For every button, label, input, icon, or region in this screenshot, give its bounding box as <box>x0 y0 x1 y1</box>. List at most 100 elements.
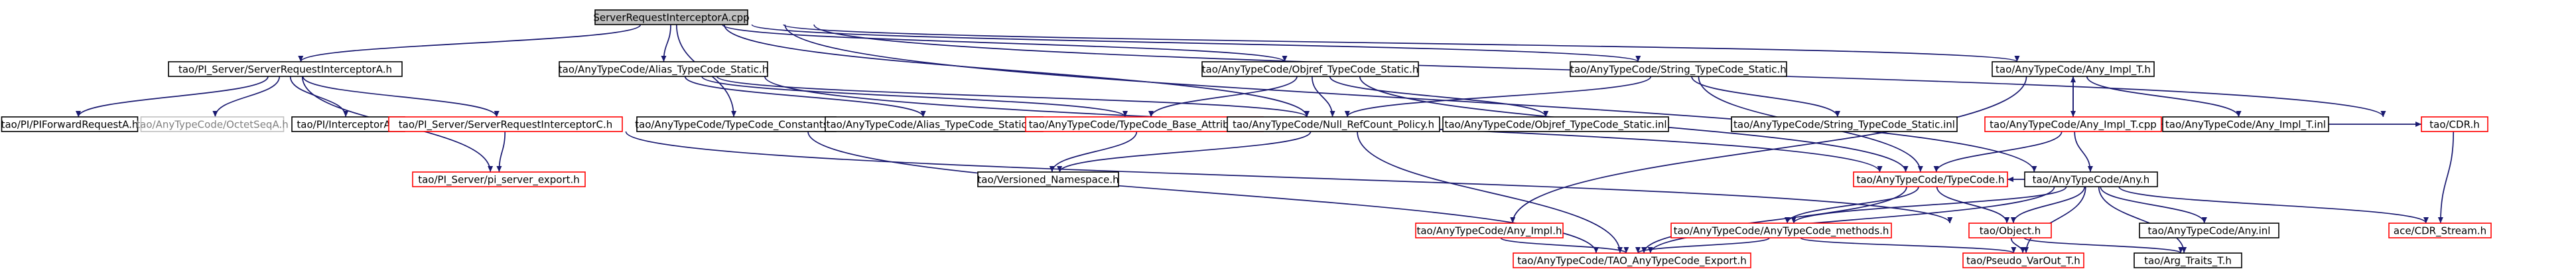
node-cdrstream[interactable]: ace/CDR_Stream.h <box>2388 223 2492 238</box>
edge-anyh-to-argtraits <box>2098 186 2187 254</box>
edge-nullref-to-taoexport <box>1357 131 1623 254</box>
node-srih[interactable]: tao/PI_Server/ServerRequestInterceptorA.… <box>168 61 403 77</box>
node-label: tao/AnyTypeCode/Any_Impl_T.h <box>1996 64 2151 76</box>
node-box <box>1570 61 1787 77</box>
edge-line <box>289 76 349 118</box>
node-box <box>2139 223 2279 238</box>
edge-aliasstatic-to-baseattr <box>701 76 1128 118</box>
edge-typecode-to-methods <box>1785 186 1919 224</box>
node-methods[interactable]: tao/AnyTypeCode/AnyTypeCode_methods.h <box>1670 223 1892 238</box>
edge-object-to-argtraits <box>2023 237 2184 254</box>
node-label: tao/AnyTypeCode/Any_Impl_T.cpp <box>1990 119 2157 132</box>
node-versioned[interactable]: tao/Versioned_Namespace.h <box>977 171 1119 187</box>
node-box <box>168 61 403 77</box>
node-taoexport[interactable]: tao/AnyTypeCode/TAO_AnyTypeCode_Export.h <box>1513 252 1751 268</box>
node-box <box>388 116 623 132</box>
node-aliasstatic[interactable]: tao/AnyTypeCode/Alias_TypeCode_Static.h <box>559 61 768 77</box>
edge-anyh-to-anyinl <box>2100 186 2207 224</box>
edge-objrefstatic-to-baseattr <box>1148 76 1298 118</box>
edge-line <box>2010 237 2026 254</box>
node-argtraits[interactable]: tao/Arg_Traits_T.h <box>2134 252 2242 268</box>
node-box <box>140 116 285 132</box>
node-label: tao/AnyTypeCode/String_TypeCode_Static.i… <box>1733 119 1955 132</box>
edge-line <box>2086 76 2242 118</box>
edge-line <box>2074 131 2093 173</box>
edge-line <box>1785 186 1919 224</box>
node-object[interactable]: tao/Object.h <box>1968 223 2052 238</box>
node-nullref[interactable]: tao/AnyTypeCode/Null_RefCount_Policy.h <box>1227 116 1440 132</box>
edge-object-to-pseudo <box>2010 237 2026 254</box>
edge-line <box>1049 131 1138 173</box>
edge-line <box>212 76 281 118</box>
edge-line <box>751 24 1641 62</box>
edge-root-to-srih <box>298 24 642 62</box>
node-box <box>2024 171 2158 187</box>
edge-line <box>1641 186 1907 254</box>
edge-root-to-nullref <box>723 24 1310 118</box>
node-label: tao/AnyTypeCode/TAO_AnyTypeCode_Export.h <box>1517 255 1747 268</box>
edge-typecode-to-taoexport <box>1641 186 1907 254</box>
node-anyimpl[interactable]: tao/AnyTypeCode/Any_Impl.h <box>1415 223 1564 238</box>
edge-line <box>783 24 2019 62</box>
node-box <box>1984 116 2162 132</box>
node-typecode[interactable]: tao/AnyTypeCode/TypeCode.h <box>1853 171 2008 187</box>
node-box <box>2388 223 2492 238</box>
node-label: tao/AnyTypeCode/Any_Impl.h <box>1416 225 1562 238</box>
node-objrefstatic[interactable]: tao/AnyTypeCode/Objref_TypeCode_Static.h <box>1201 61 1419 77</box>
node-aliasinl[interactable]: tao/AnyTypeCode/Alias_TypeCode_Static.in… <box>825 116 1044 132</box>
edge-anyimplt-to-anyimpltinl <box>2086 76 2242 118</box>
edge-anyh-to-object <box>2010 186 2086 224</box>
edge-srih-to-sric <box>302 76 500 118</box>
node-sric[interactable]: tao/PI_Server/ServerRequestInterceptorC.… <box>388 116 623 132</box>
edge-line <box>1647 186 2055 254</box>
node-pseudo[interactable]: tao/Pseudo_VarOut_T.h <box>1962 252 2084 268</box>
node-anyimplt[interactable]: tao/AnyTypeCode/Any_Impl_T.h <box>1992 61 2155 77</box>
node-label: tao/CDR.h <box>2429 119 2480 131</box>
node-anyh[interactable]: tao/AnyTypeCode/Any.h <box>2024 171 2158 187</box>
node-label: tao/AnyTypeCode/String_TypeCode_Static.h <box>1570 64 1787 76</box>
node-label: tao/AnyTypeCode/Alias_TypeCode_Static.in… <box>827 119 1042 132</box>
node-label: tao/AnyTypeCode/TypeCode.h <box>1857 174 2005 186</box>
edge-line <box>2118 186 2429 224</box>
edge-anyh-to-methods <box>1791 186 2067 224</box>
edge-line <box>684 76 926 118</box>
node-interceptor[interactable]: tao/PI/InterceptorA.h <box>291 116 405 132</box>
node-piexport[interactable]: tao/PI_Server/pi_server_export.h <box>412 171 586 187</box>
edge-line <box>302 76 500 118</box>
node-box <box>2134 252 2242 268</box>
node-pifwd[interactable]: tao/PI/PIForwardRequestA.h <box>1 116 139 132</box>
edge-line <box>2023 186 2086 254</box>
edge-anyh-to-taoexport <box>1647 186 2055 254</box>
node-label: tao/PI/PIForwardRequestA.h <box>1 119 139 131</box>
edge-line <box>496 131 506 173</box>
node-baseattr[interactable]: tao/AnyTypeCode/TypeCode_Base_Attributes… <box>1025 116 1264 132</box>
node-cdr[interactable]: tao/CDR.h <box>2421 116 2488 132</box>
node-label: tao/AnyTypeCode/TypeCode_Base_Attributes… <box>1029 119 1260 132</box>
node-label: tao/Arg_Traits_T.h <box>2144 255 2232 268</box>
edge-line <box>723 24 1310 118</box>
edge-cdr-to-cdrstream <box>2437 131 2455 224</box>
node-label: ServerRequestInterceptorA.cpp <box>593 12 749 24</box>
node-box <box>1 116 139 132</box>
node-label: tao/AnyTypeCode/Null_RefCount_Policy.h <box>1233 119 1434 132</box>
edge-line <box>2100 186 2207 224</box>
node-stringinl[interactable]: tao/AnyTypeCode/String_TypeCode_Static.i… <box>1731 116 1958 132</box>
node-box <box>1962 252 2084 268</box>
edge-line <box>1311 76 1335 118</box>
node-octet[interactable]: tao/AnyTypeCode/OctetSeqA.h <box>136 116 289 132</box>
node-stringstatic[interactable]: tao/AnyTypeCode/String_TypeCode_Static.h <box>1570 61 1787 77</box>
node-anyimpltinl[interactable]: tao/AnyTypeCode/Any_Impl_T.inl <box>2162 116 2329 132</box>
edge-anyh-to-cdrstream <box>2118 186 2429 224</box>
node-objrefinl[interactable]: tao/AnyTypeCode/Objref_TypeCode_Static.i… <box>1442 116 1669 132</box>
edge-objrefstatic-to-objrefinl <box>1329 76 1549 118</box>
node-anyimpltcpp[interactable]: tao/AnyTypeCode/Any_Impl_T.cpp <box>1984 116 2162 132</box>
edge-line <box>2098 186 2187 254</box>
node-anyinl[interactable]: tao/AnyTypeCode/Any.inl <box>2139 223 2279 238</box>
node-constants[interactable]: tao/AnyTypeCode/TypeCode_Constants.h <box>635 116 838 132</box>
node-label: ace/CDR_Stream.h <box>2394 225 2486 238</box>
edge-line <box>2023 237 2184 254</box>
edge-line <box>1936 186 2010 224</box>
edge-anyh-to-pseudo <box>2023 186 2086 254</box>
node-label: tao/PI_Server/ServerRequestInterceptorC.… <box>399 119 613 132</box>
